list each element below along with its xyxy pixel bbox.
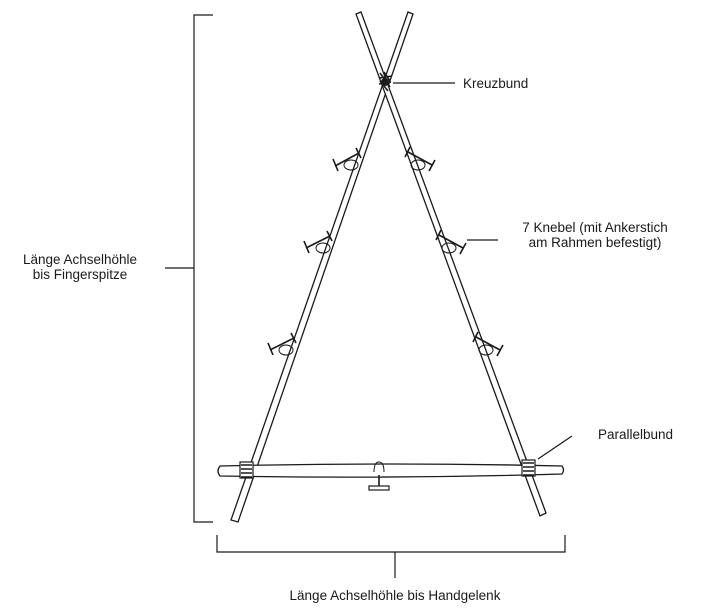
parallelbund-label: Parallelbund <box>598 427 674 442</box>
knebel-right-2 <box>435 229 467 255</box>
knebel-left-2 <box>303 230 333 254</box>
knebel-label: 7 Knebel (mit Ankerstich am Rahmen befes… <box>505 220 685 250</box>
knebel-left-3 <box>267 332 297 356</box>
knebel-label-line1: 7 Knebel (mit Ankerstich <box>522 220 668 235</box>
knebel-crossbar <box>368 461 390 491</box>
width-dimension-bracket <box>216 535 566 578</box>
knebel-right-3 <box>472 331 504 357</box>
height-dimension-bracket <box>165 14 213 523</box>
knebel-label-line2: am Rahmen befestigt) <box>528 235 662 250</box>
parallelbund-lashing-left <box>239 461 254 479</box>
crossbar-pole <box>217 463 565 478</box>
parallelbund-lashing-right <box>521 459 536 477</box>
knebel-right-1 <box>404 146 436 172</box>
kreuzbund-label: Kreuzbund <box>463 76 529 91</box>
parallelbund-leader <box>537 435 573 460</box>
width-label: Länge Achselhöhle bis Handgelenk <box>289 588 501 603</box>
knebel-left-1 <box>332 147 362 172</box>
height-label: Länge Achselhöhle bis Fingerspitze <box>0 252 160 282</box>
right-pole <box>355 11 547 517</box>
left-pole <box>230 11 414 523</box>
height-label-line2: bis Fingerspitze <box>32 267 128 282</box>
kreuzbund-lashing <box>378 71 393 92</box>
height-label-line1: Länge Achselhöhle <box>22 252 138 267</box>
